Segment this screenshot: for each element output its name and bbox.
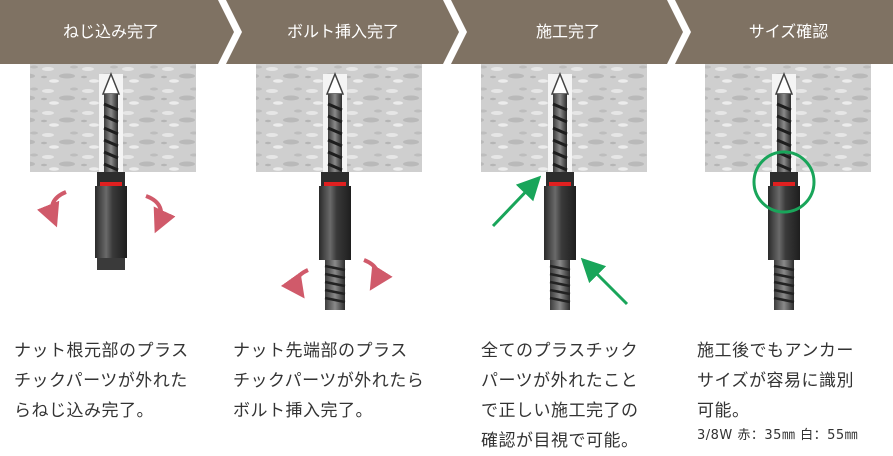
rotation-arrow-right [145,194,176,234]
step-4-label: サイズ確認 [748,22,829,41]
red-marker [773,182,795,186]
caption-3: 全てのプラスチック パーツが外れたこと で正しい施工完了の 確認が目視で可能。 [481,336,691,456]
caption-1-line-3: らねじ込み完了。 [14,401,154,421]
anchor-illustration-3 [481,64,647,310]
caption-4-line-2: サイズが容易に識別 [697,371,854,391]
anchor-nut [768,186,800,260]
diagram-panel-3 [449,64,672,320]
bolt-thread [324,264,346,304]
step-4-chevron [675,0,893,64]
red-marker [100,182,122,186]
rotation-arrow-left [36,190,67,228]
screw-thread [103,102,119,172]
caption-2-line-2: チックパーツが外れたら [233,371,425,391]
step-3-label: 施工完了 [535,22,600,41]
diagram-panel-4 [673,64,893,320]
caption-3-line-2: パーツが外れたこと [481,371,639,391]
green-arrow-upper [491,175,542,228]
step-1-chevron [0,0,234,64]
diagram-panel-1 [0,64,223,320]
step-2-label: ボルト挿入完了 [286,22,399,41]
step-bar: ねじ込み完了 ボルト挿入完了 施工完了 サイズ確認 [0,0,893,64]
caption-1-line-1: ナット根元部のプラス [14,341,189,361]
anchor-illustration-2 [256,64,422,310]
anchor-nut [95,186,127,258]
screw-thread [327,102,343,172]
caption-4-size-note: 3/8W 赤：35㎜ 白：55㎜ [697,428,859,443]
caption-2-line-3: ボルト挿入完了。 [233,401,373,421]
caption-1: ナット根元部のプラス チックパーツが外れた らねじ込み完了。 [14,336,224,426]
red-marker [549,182,571,186]
caption-4: 施工後でもアンカー サイズが容易に識別 可能。 3/8W 赤：35㎜ 白：55㎜ [697,336,889,446]
anchor-nut [319,186,351,260]
caption-3-line-1: 全てのプラスチック [481,341,639,361]
caption-1-line-2: チックパーツが外れた [14,371,188,391]
caption-4-line-3: 可能。 [697,401,750,421]
step-1-label: ねじ込み完了 [62,22,159,41]
anchor-illustration-4 [705,64,871,310]
rotation-arrow-left [280,268,309,299]
diagram-panel-2 [224,64,447,320]
anchor-illustration-1 [30,64,196,270]
size-marker-highlight-circle [752,150,816,214]
step-3-chevron [451,0,683,64]
caption-4-line-1: 施工後でもアンカー [697,341,854,361]
plastic-part-bottom [97,258,125,270]
step-bar-shapes [0,0,893,64]
caption-2: ナット先端部のプラス チックパーツが外れたら ボルト挿入完了。 [233,336,443,426]
caption-2-line-1: ナット先端部のプラス [233,341,408,361]
caption-3-line-4: 確認が目視で可能。 [481,431,639,451]
caption-3-line-3: で正しい施工完了の [481,401,639,421]
green-arrow-lower [580,257,629,306]
red-marker [324,182,346,186]
screw-thread [776,102,792,172]
bolt-thread [549,264,571,304]
anchor-nut [544,186,576,260]
bolt-thread [773,264,795,304]
screw-thread [552,102,568,172]
rotation-arrow-right [363,258,393,291]
step-2-chevron [226,0,459,64]
